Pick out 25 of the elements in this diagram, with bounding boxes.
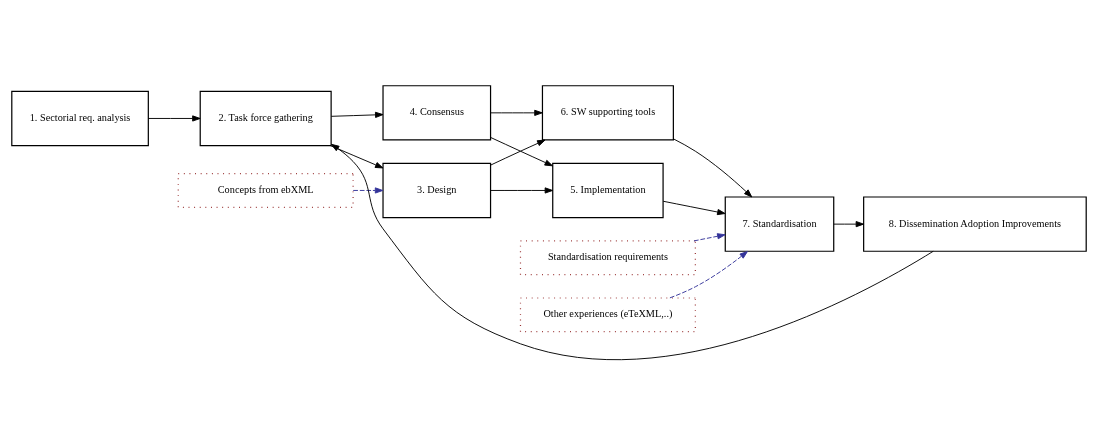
node-box: 6. SW supporting tools bbox=[541, 85, 674, 141]
arrow bbox=[490, 139, 546, 166]
arrow bbox=[490, 109, 543, 116]
arrow bbox=[490, 187, 554, 194]
node-box: 5. Implementation bbox=[552, 162, 664, 219]
node-box: 3. Design bbox=[382, 162, 492, 219]
arrow bbox=[662, 200, 726, 216]
node-box: 4. Consensus bbox=[382, 85, 492, 141]
arrow bbox=[330, 111, 384, 118]
arrow bbox=[693, 233, 726, 242]
arrow bbox=[673, 138, 753, 198]
node-box: 1. Sectorial req. analysis bbox=[11, 90, 149, 147]
node-box: Standardisation requirements bbox=[519, 240, 696, 276]
arrow bbox=[352, 187, 384, 194]
arrow bbox=[331, 143, 934, 360]
node-box: 2. Task force gathering bbox=[199, 90, 332, 147]
node-box: 7. Standardisation bbox=[724, 196, 835, 252]
node-box: 8. Dissemination Adoption Improvements bbox=[863, 196, 1087, 252]
arrow bbox=[147, 115, 201, 122]
arrow bbox=[490, 137, 553, 167]
arrow bbox=[833, 221, 865, 228]
arrow bbox=[329, 145, 384, 169]
node-box: Concepts from ebXML bbox=[177, 173, 354, 208]
node-box: Other experiences (eTeXML,..) bbox=[519, 297, 696, 333]
arrow bbox=[669, 251, 748, 299]
